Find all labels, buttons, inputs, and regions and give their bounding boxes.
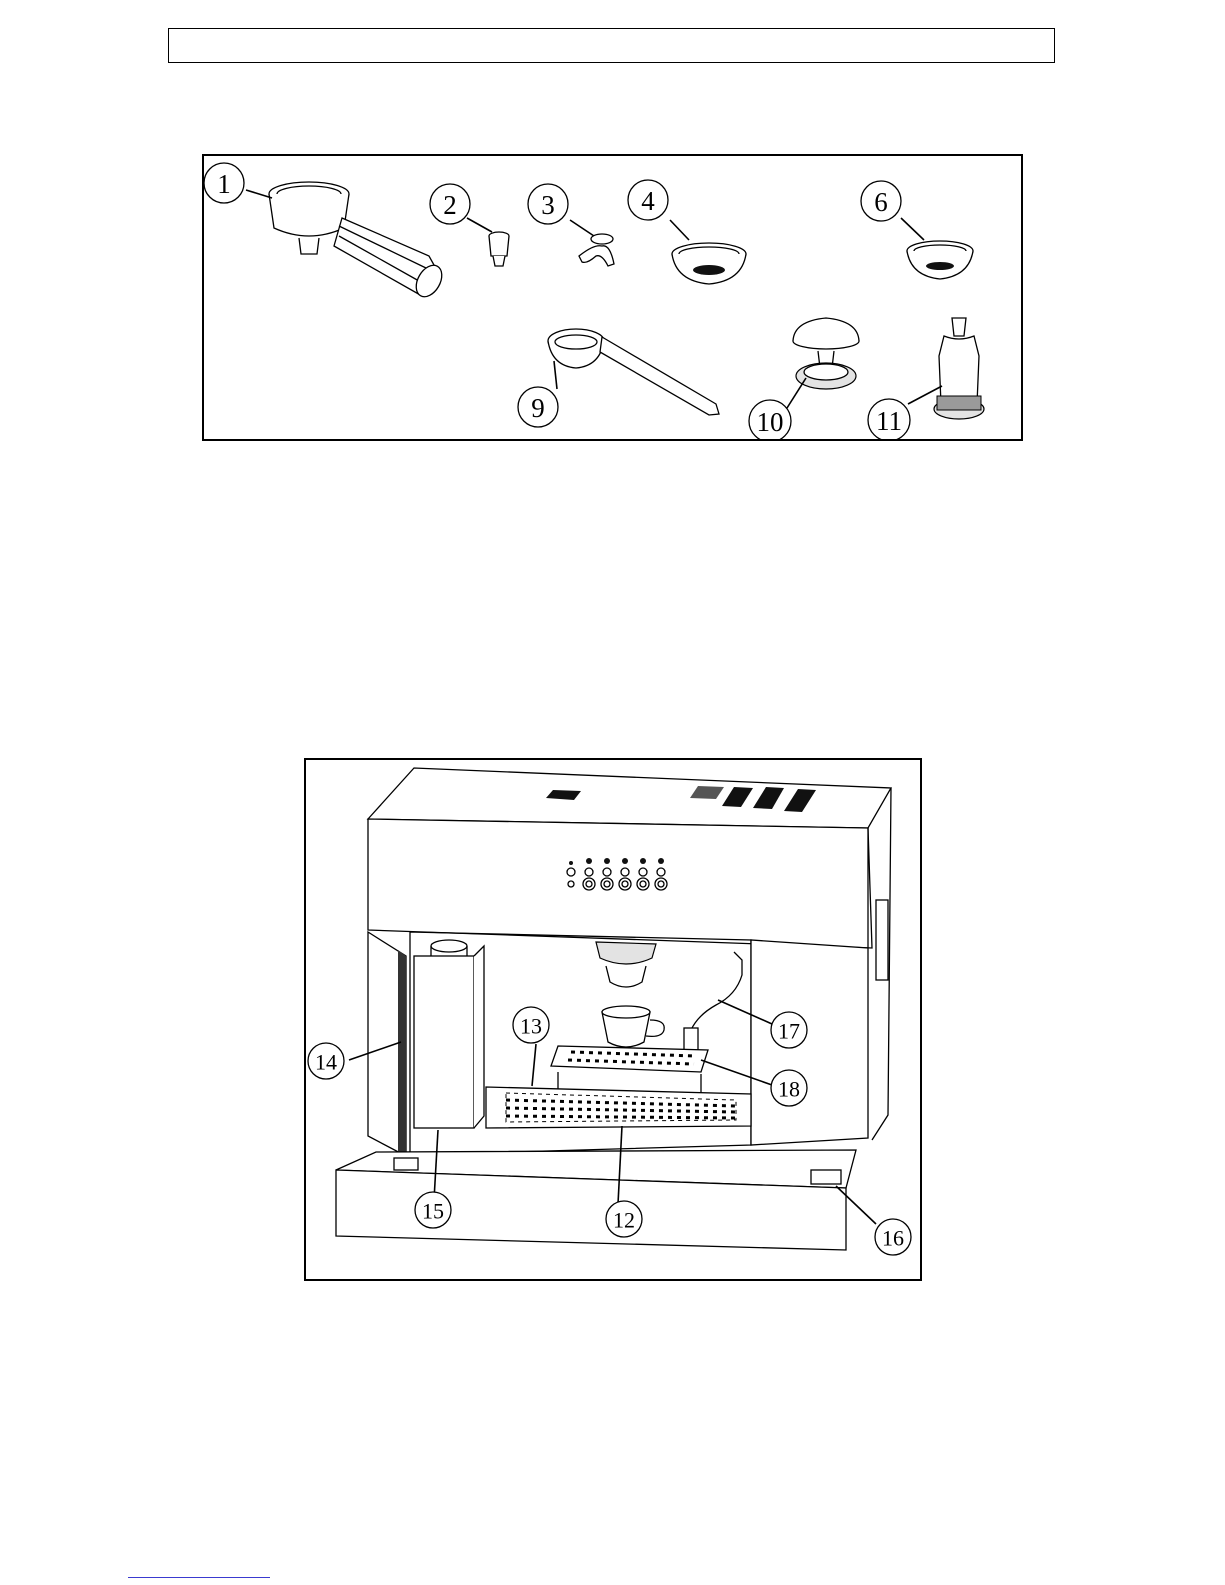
measuring-spoon-drawing (548, 329, 719, 415)
leader-4 (670, 220, 689, 240)
leader-10 (787, 378, 806, 408)
svg-text:18: 18 (778, 1077, 800, 1102)
svg-text:1: 1 (217, 169, 231, 199)
portafilter-drawing (269, 182, 447, 301)
spout-drawing (489, 232, 509, 266)
filter-basket-small-drawing (907, 241, 973, 279)
machine-drawing: 14 13 17 18 15 12 16 (306, 760, 920, 1279)
svg-text:10: 10 (757, 407, 784, 437)
header-box (168, 28, 1055, 63)
tamper-drawing (793, 318, 859, 389)
accessories-drawing: 1 2 3 4 6 9 10 11 (204, 156, 1021, 439)
callout-10: 10 (749, 400, 791, 439)
svg-text:6: 6 (874, 187, 888, 217)
descaler-bottle-drawing (934, 318, 984, 419)
footer-line (128, 1577, 270, 1578)
callout-9: 9 (518, 387, 558, 427)
callout-6: 6 (861, 181, 901, 221)
callout-12: 12 (606, 1201, 642, 1237)
callout-17: 17 (771, 1012, 807, 1048)
leader-2 (467, 218, 492, 232)
svg-text:3: 3 (541, 190, 555, 220)
svg-text:16: 16 (882, 1226, 904, 1251)
svg-text:15: 15 (422, 1199, 444, 1224)
leader-13 (532, 1044, 536, 1086)
callout-14: 14 (308, 1043, 344, 1079)
svg-text:14: 14 (315, 1050, 337, 1075)
callout-18: 18 (771, 1070, 807, 1106)
filter-basket-drawing (672, 243, 746, 284)
svg-text:2: 2 (443, 190, 457, 220)
clip-drawing (579, 234, 614, 266)
svg-text:9: 9 (531, 393, 545, 423)
leader-9 (554, 361, 557, 389)
svg-text:11: 11 (876, 406, 902, 436)
svg-text:13: 13 (520, 1014, 542, 1039)
svg-text:17: 17 (778, 1019, 800, 1044)
svg-text:12: 12 (613, 1208, 635, 1233)
accessories-diagram: 1 2 3 4 6 9 10 11 (202, 154, 1023, 441)
machine-body-drawing (336, 768, 891, 1250)
callout-11: 11 (868, 399, 910, 439)
leader-6 (901, 218, 924, 240)
callout-2: 2 (430, 184, 470, 224)
callout-3: 3 (528, 184, 568, 224)
machine-diagram: 14 13 17 18 15 12 16 (304, 758, 922, 1281)
callout-16: 16 (875, 1219, 911, 1255)
callout-15: 15 (415, 1192, 451, 1228)
leader-1 (246, 190, 272, 198)
callout-1: 1 (204, 163, 244, 203)
callout-4: 4 (628, 180, 668, 220)
leader-3 (570, 220, 594, 236)
svg-text:4: 4 (641, 186, 655, 216)
callout-13: 13 (513, 1007, 549, 1043)
